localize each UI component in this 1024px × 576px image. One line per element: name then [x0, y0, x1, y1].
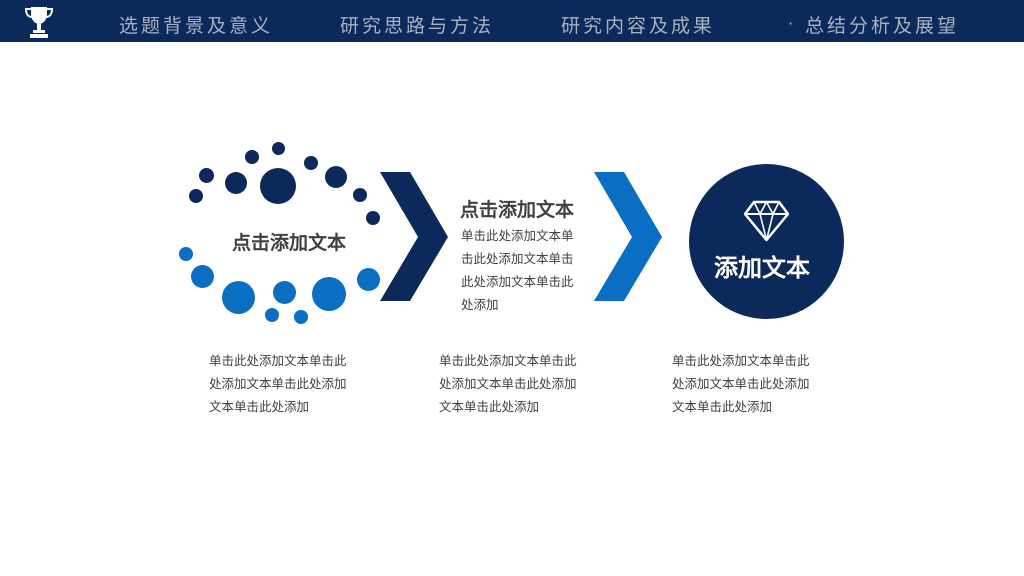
- ring-dot: [366, 211, 380, 225]
- nav-item-summary[interactable]: 总结分析及展望: [805, 15, 960, 37]
- ring-dot: [272, 142, 285, 155]
- middle-block-title[interactable]: 点击添加文本: [460, 199, 575, 221]
- bottom-text-right[interactable]: 单击此处添加文本单击此处添加文本单击此处添加文本单击此处添加: [672, 353, 810, 414]
- middle-block-body[interactable]: 单击此处添加文本单击此处添加文本单击此处添加文本单击此处添加: [461, 228, 574, 312]
- nav-active-marker: ·: [788, 14, 794, 33]
- trophy-icon: [24, 7, 54, 38]
- bottom-text-middle[interactable]: 单击此处添加文本单击此处添加文本单击此处添加文本单击此处添加: [439, 353, 577, 414]
- nav-item-methods[interactable]: 研究思路与方法: [340, 15, 495, 37]
- ring-dot: [199, 168, 214, 183]
- left-block-title[interactable]: 点击添加文本: [232, 232, 347, 254]
- nav-item-results[interactable]: 研究内容及成果: [561, 15, 716, 37]
- ring-dot: [260, 168, 296, 204]
- ring-dot: [312, 277, 346, 311]
- chevron-right-icon: [594, 172, 662, 301]
- ring-dot: [353, 188, 367, 202]
- chevron-right-icon: [380, 172, 448, 301]
- diamond-icon: [744, 200, 789, 242]
- right-block-title[interactable]: 添加文本: [714, 254, 810, 282]
- ring-dot: [225, 172, 247, 194]
- ring-dot: [265, 308, 279, 322]
- ring-dot: [191, 265, 214, 288]
- ring-dot: [304, 156, 318, 170]
- ring-dot: [179, 247, 193, 261]
- ring-dot: [357, 268, 380, 291]
- ring-dot: [273, 281, 296, 304]
- ring-dot: [189, 189, 203, 203]
- ring-dot: [294, 310, 308, 324]
- bottom-text-left[interactable]: 单击此处添加文本单击此处添加文本单击此处添加文本单击此处添加: [209, 353, 347, 414]
- ring-dot: [325, 166, 347, 188]
- ring-dot: [245, 150, 259, 164]
- ring-dot: [222, 281, 255, 314]
- top-navigation-bar: 选题背景及意义 研究思路与方法 研究内容及成果 · 总结分析及展望: [0, 0, 1024, 42]
- right-circle: [689, 164, 844, 319]
- nav-item-background[interactable]: 选题背景及意义: [119, 15, 274, 37]
